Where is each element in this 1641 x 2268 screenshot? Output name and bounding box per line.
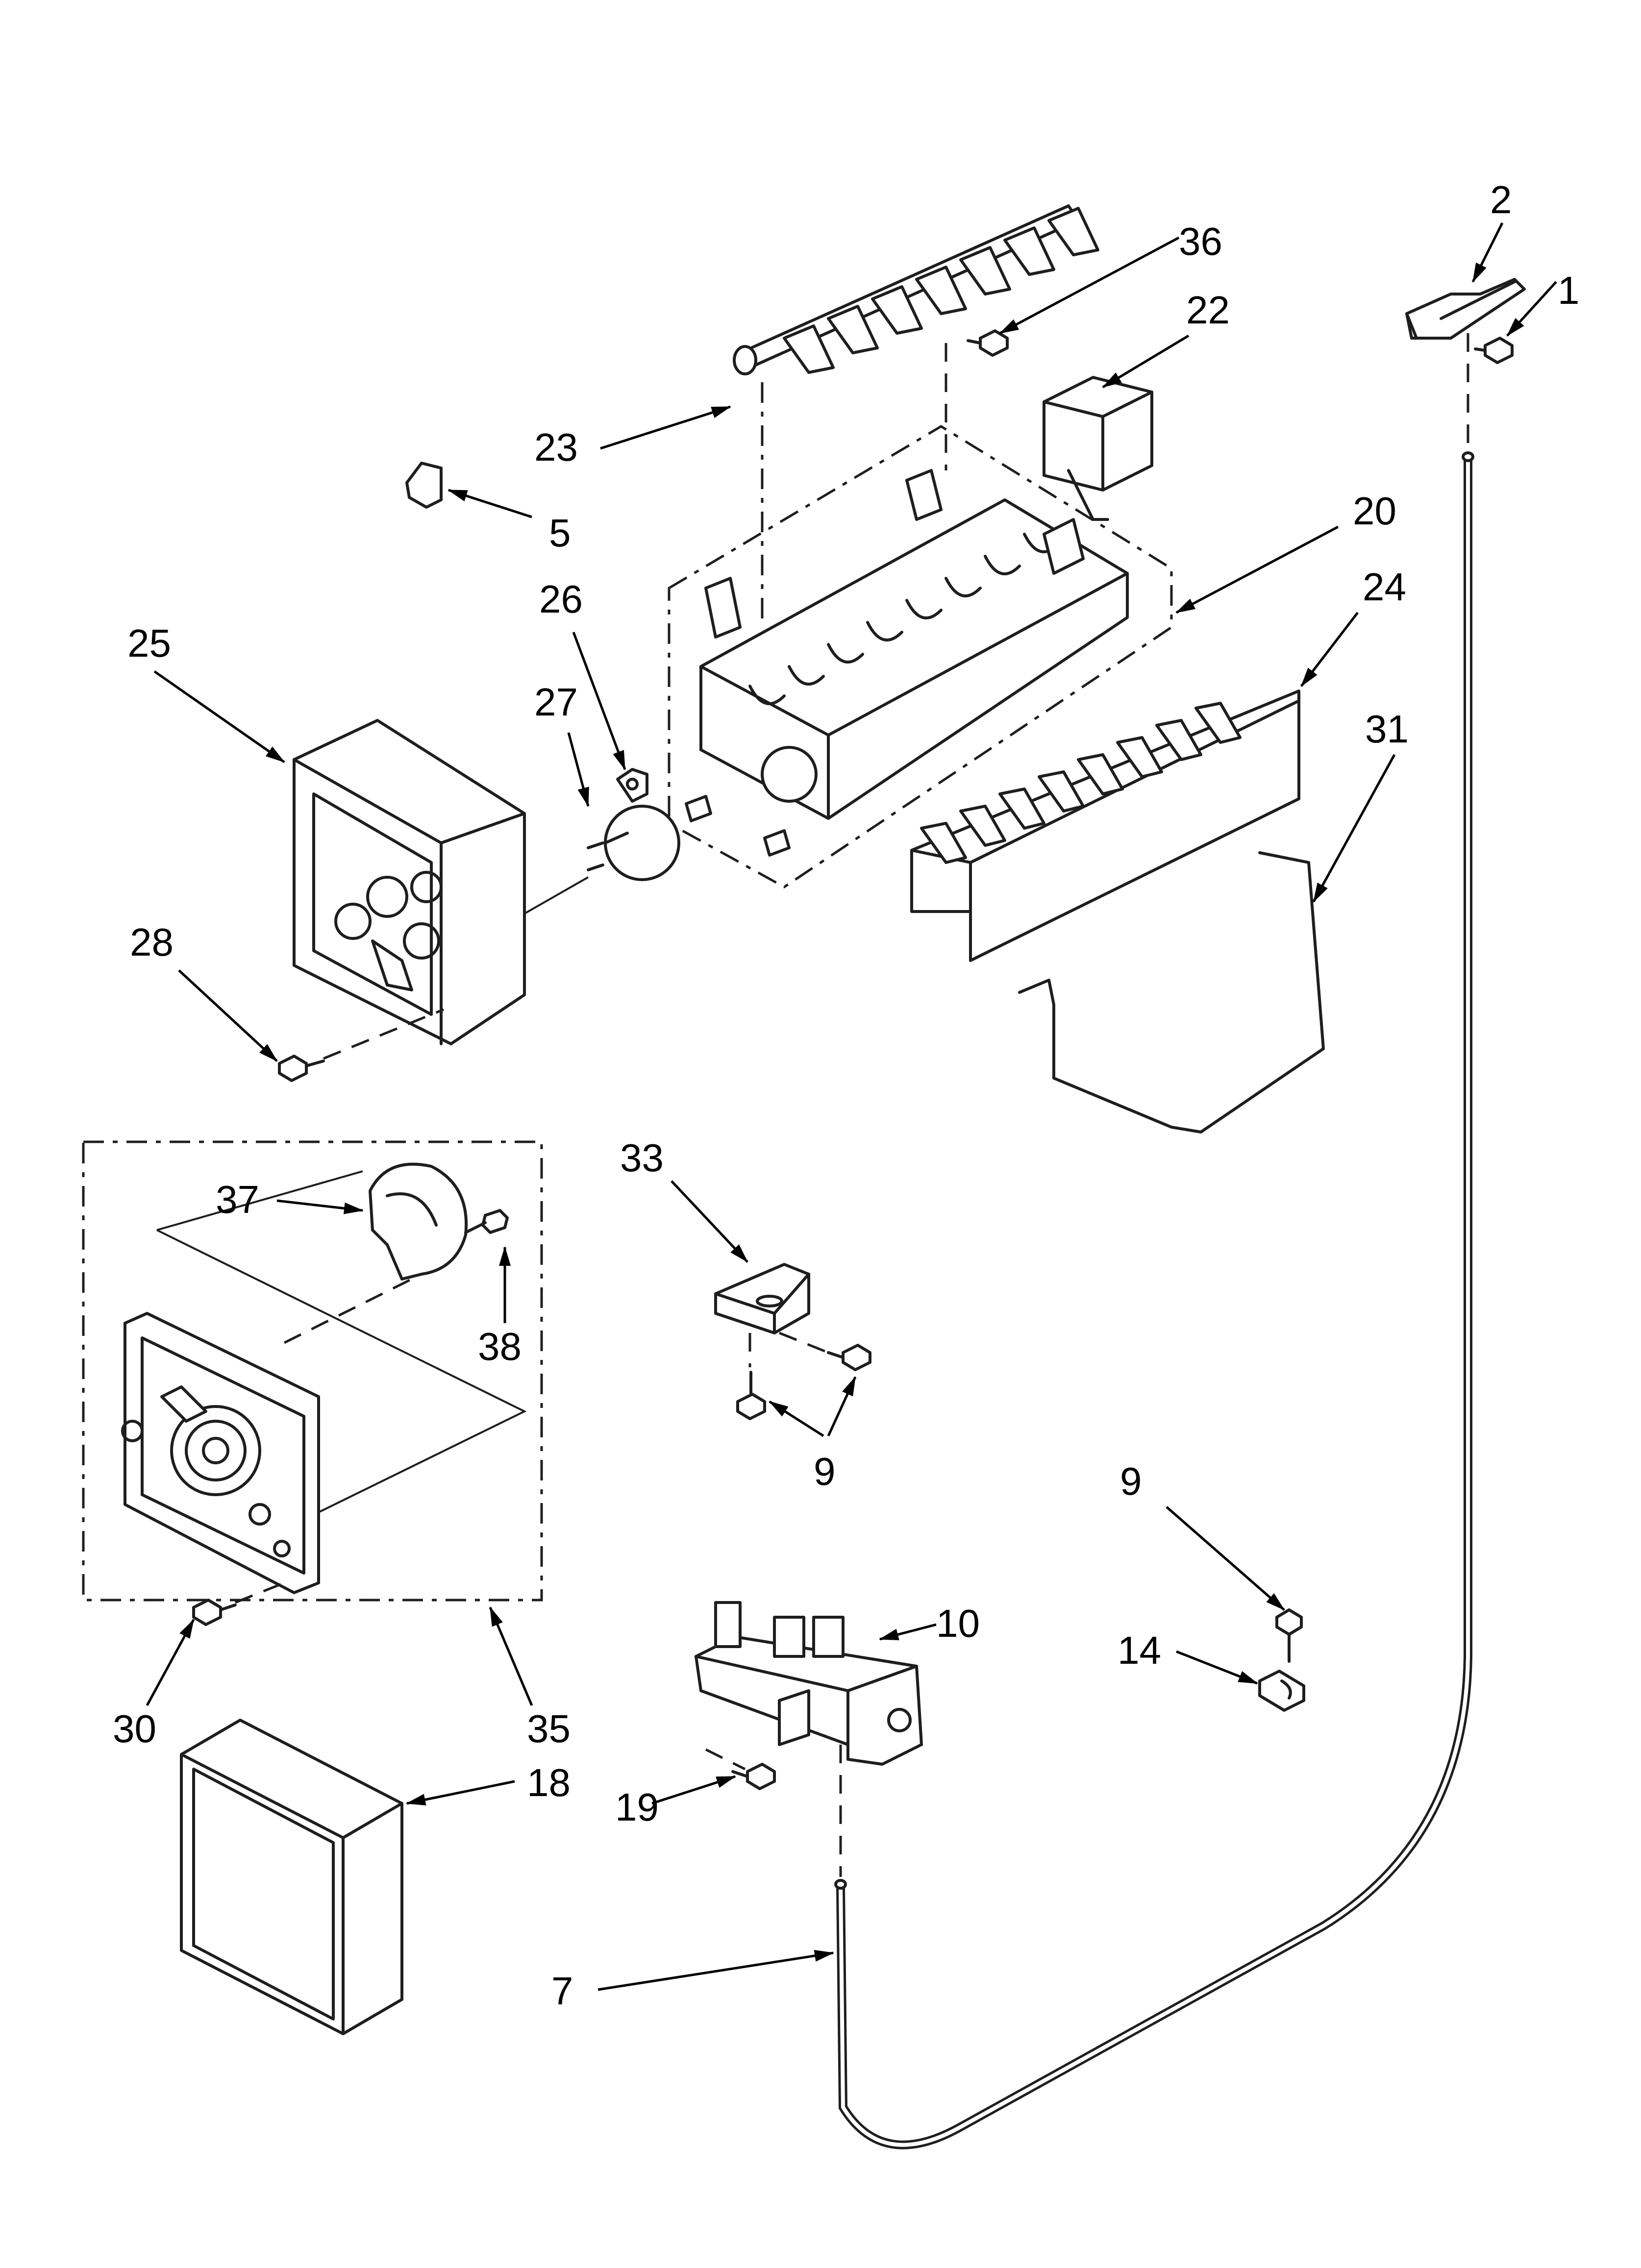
callout-10: 10 xyxy=(936,1602,980,1645)
callout-28: 28 xyxy=(130,920,174,964)
callout-1: 1 xyxy=(1558,269,1580,312)
callout-2: 2 xyxy=(1490,178,1512,222)
part-35-module-assembly xyxy=(82,1140,543,1602)
part-20-ice-mold xyxy=(668,425,1173,888)
callout-22: 22 xyxy=(1186,288,1230,332)
callout-23: 23 xyxy=(534,425,578,469)
callout-30: 30 xyxy=(113,1707,156,1750)
part-1-screw xyxy=(1474,337,1514,364)
callout-20: 20 xyxy=(1353,489,1396,533)
callout-9-center: 9 xyxy=(814,1450,836,1493)
callout-36: 36 xyxy=(1179,220,1222,263)
callout-38: 38 xyxy=(478,1325,522,1368)
callout-35: 35 xyxy=(527,1707,571,1750)
callout-18: 18 xyxy=(527,1761,571,1804)
part-25-housing xyxy=(293,719,526,1045)
part-30-screw xyxy=(192,1599,237,1626)
part-2-bracket xyxy=(1405,278,1526,340)
part-27-thermostat xyxy=(587,805,680,881)
callout-27: 27 xyxy=(534,680,578,724)
leader-lines xyxy=(146,222,1557,1991)
part-36-screw xyxy=(967,329,1009,357)
callout-31: 31 xyxy=(1365,707,1409,751)
callout-26: 26 xyxy=(539,577,583,621)
callout-9-right: 9 xyxy=(1120,1459,1142,1503)
callout-24: 24 xyxy=(1363,565,1406,609)
part-23-ejector xyxy=(733,204,1099,375)
callout-33: 33 xyxy=(620,1136,664,1180)
callout-5: 5 xyxy=(549,511,571,555)
part-22-fill-cup xyxy=(1043,376,1153,521)
part-9-screw-b xyxy=(827,1344,871,1371)
part-24-stripper xyxy=(910,690,1300,962)
callout-14: 14 xyxy=(1118,1628,1161,1672)
callout-labels: 1 2 36 22 23 5 20 24 26 25 27 31 28 33 3… xyxy=(113,178,1580,2013)
part-10-water-valve xyxy=(695,1601,923,1766)
part-33-cover xyxy=(714,1263,810,1334)
part-28-screw xyxy=(278,1055,325,1082)
part-19-screw xyxy=(731,1763,776,1790)
part-31-shutoff-arm xyxy=(1018,851,1325,1134)
part-37-motor xyxy=(369,1162,468,1281)
part-5-clip xyxy=(405,462,443,509)
part-14-clamp xyxy=(1258,1670,1305,1712)
part-7-water-tube xyxy=(834,451,1474,2149)
callout-37: 37 xyxy=(216,1178,259,1221)
part-18-cover xyxy=(180,1719,403,2035)
part-9-screw-a xyxy=(736,1371,766,1420)
callout-25: 25 xyxy=(127,621,171,665)
callout-7: 7 xyxy=(551,1969,573,2013)
callout-19: 19 xyxy=(615,1785,659,1829)
part-9-screw-c xyxy=(1275,1608,1303,1663)
part-38-screw xyxy=(464,1209,509,1234)
part-26-clip xyxy=(616,768,648,803)
